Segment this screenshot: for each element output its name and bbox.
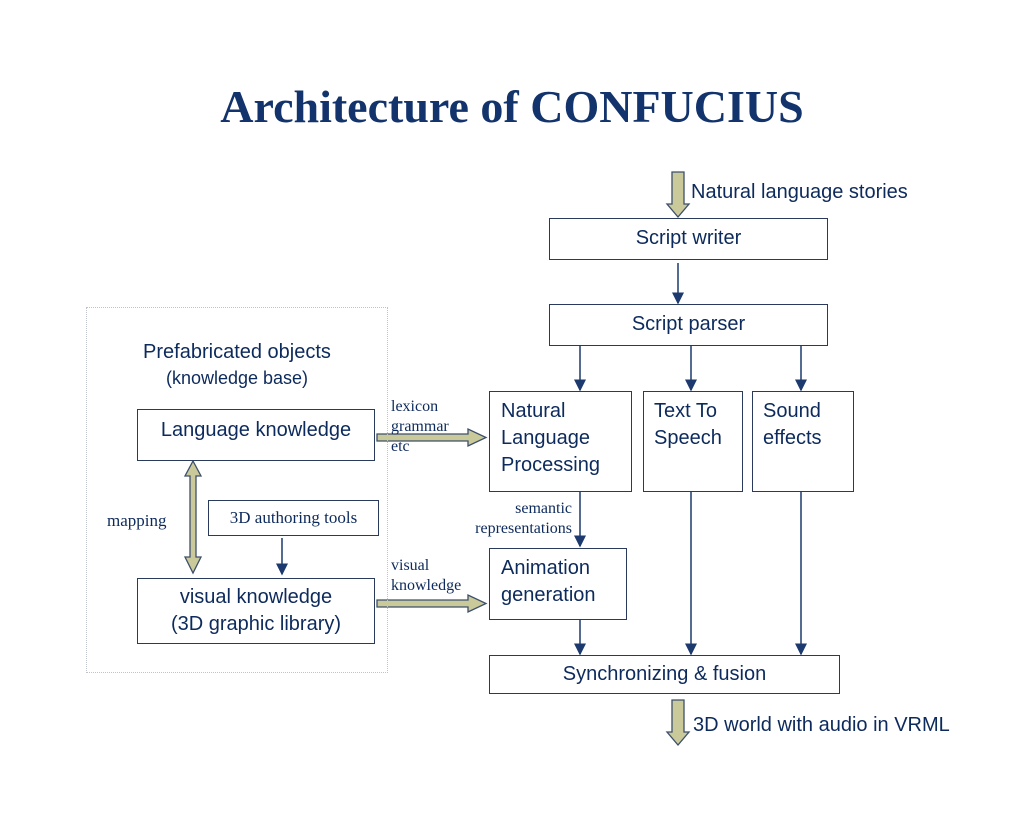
- visual-line2: knowledge: [391, 577, 462, 594]
- semantic-line1: semantic: [515, 500, 572, 517]
- visual-knowledge-box[interactable]: visual knowledge (3D graphic library): [137, 578, 375, 644]
- mapping-label: mapping: [107, 511, 167, 530]
- animation-line2: generation: [501, 584, 596, 606]
- lexicon-line1: lexicon: [391, 398, 439, 415]
- sound-line1: Sound: [763, 400, 821, 422]
- tts-line1: Text To: [654, 400, 717, 422]
- visual-knowledge-line1: visual knowledge: [179, 586, 333, 608]
- lexicon-line3: etc: [391, 438, 410, 455]
- nlp-line2: Language: [501, 427, 590, 449]
- knowledge-base-region: [86, 307, 388, 673]
- animation-line1: Animation: [501, 557, 590, 579]
- knowledge-base-subtitle: (knowledge base): [165, 368, 309, 388]
- visual-block-arrow: [376, 593, 488, 614]
- language-knowledge-box[interactable]: Language knowledge: [137, 409, 375, 461]
- tts-box[interactable]: Text To Speech: [643, 391, 743, 492]
- input-block-arrow: [665, 171, 691, 219]
- script-parser-label: Script parser: [631, 313, 746, 335]
- authoring-tools-label: 3D authoring tools: [229, 508, 358, 527]
- tts-line2: Speech: [654, 427, 722, 449]
- script-writer-label: Script writer: [635, 227, 742, 249]
- language-knowledge-label: Language knowledge: [160, 419, 352, 441]
- nlp-box[interactable]: Natural Language Processing: [489, 391, 632, 492]
- output-block-arrow: [665, 699, 691, 747]
- semantic-line2: representations: [475, 520, 572, 537]
- script-parser-box[interactable]: Script parser: [549, 304, 828, 346]
- nlp-line3: Processing: [501, 454, 600, 476]
- lexicon-line2: grammar: [391, 418, 449, 435]
- sound-line2: effects: [763, 427, 822, 449]
- sound-effects-box[interactable]: Sound effects: [752, 391, 854, 492]
- authoring-tools-box[interactable]: 3D authoring tools: [208, 500, 379, 536]
- sync-label: Synchronizing & fusion: [562, 663, 767, 685]
- animation-generation-box[interactable]: Animation generation: [489, 548, 627, 620]
- lexicon-block-arrow: [376, 427, 488, 448]
- knowledge-base-title: Prefabricated objects: [143, 341, 331, 363]
- visual-line1: visual: [391, 557, 430, 574]
- synchronizing-fusion-box[interactable]: Synchronizing & fusion: [489, 655, 840, 694]
- nlp-line1: Natural: [501, 400, 566, 422]
- script-writer-box[interactable]: Script writer: [549, 218, 828, 260]
- visual-edge-label: visual knowledge: [391, 556, 461, 596]
- output-label: 3D world with audio in VRML: [693, 714, 950, 736]
- page-title: Architecture of CONFUCIUS: [220, 81, 804, 132]
- lexicon-label: lexicon grammar etc: [391, 397, 449, 457]
- semantic-label: semantic representations: [430, 499, 572, 539]
- input-label: Natural language stories: [691, 181, 908, 203]
- visual-knowledge-line2: (3D graphic library): [170, 613, 342, 635]
- mapping-double-arrow: [183, 459, 203, 575]
